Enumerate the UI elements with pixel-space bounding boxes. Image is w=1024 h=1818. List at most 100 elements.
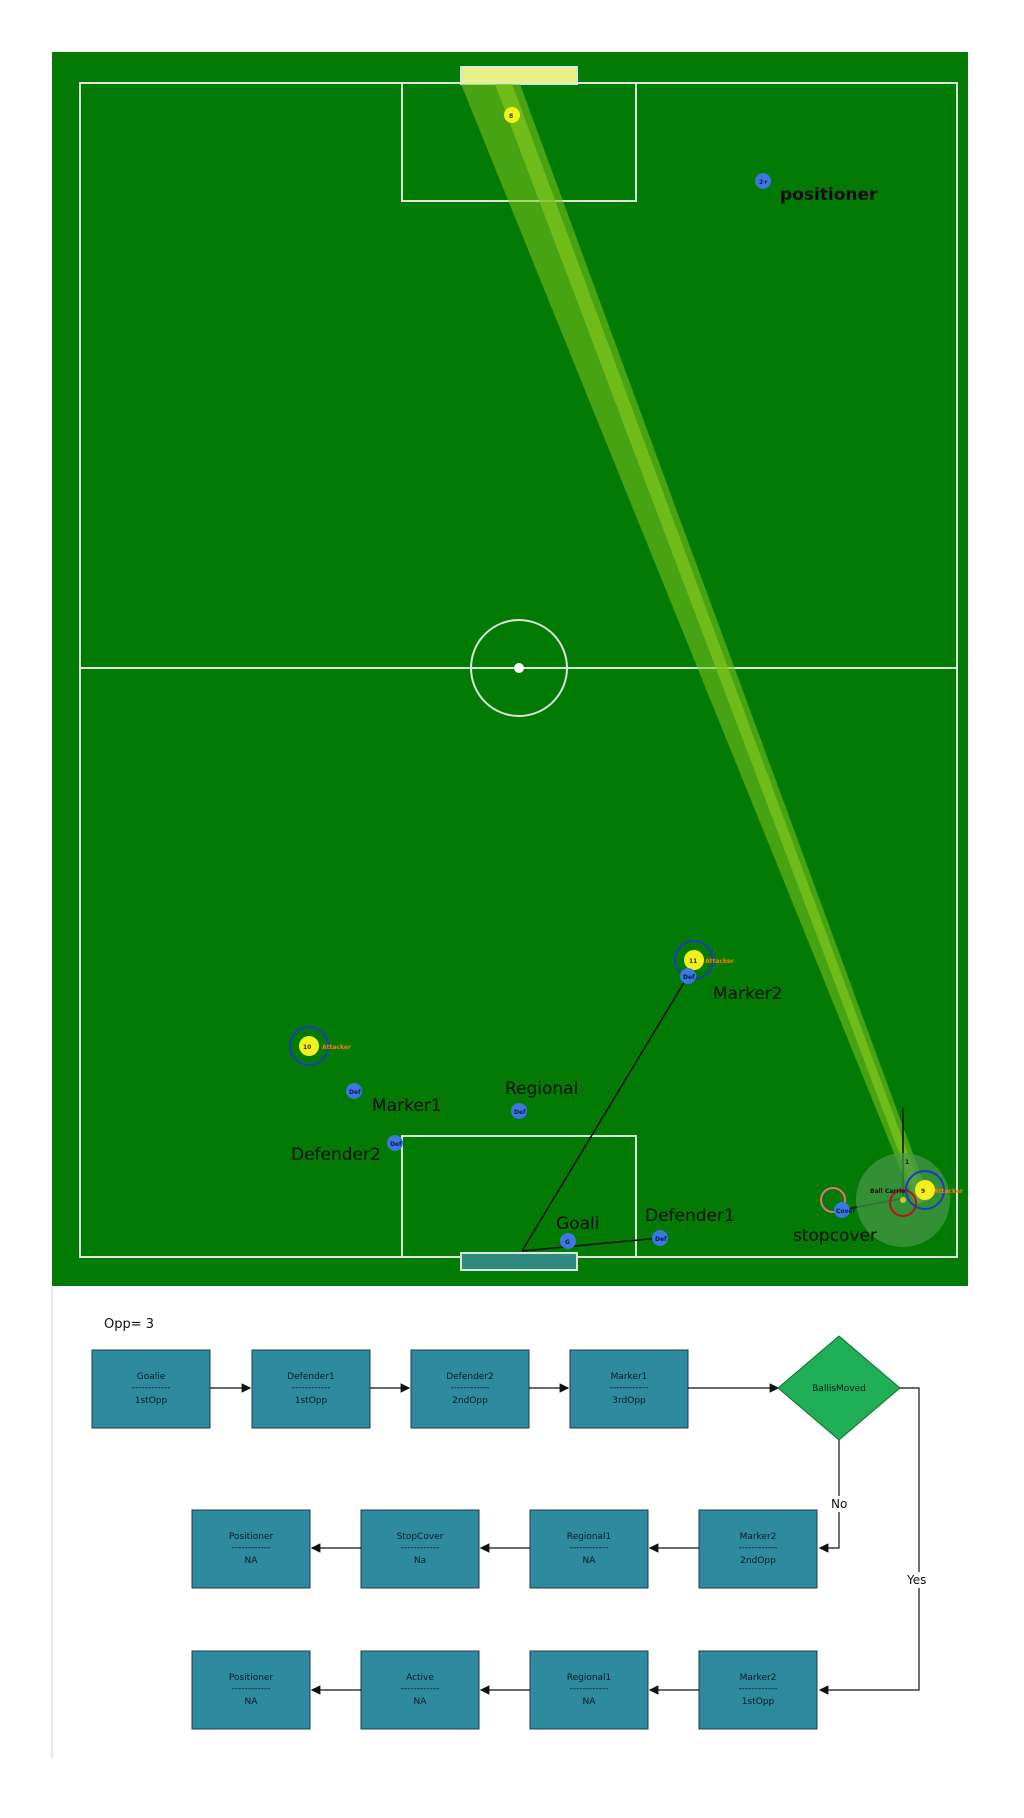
center-spot <box>514 663 524 673</box>
svg-text:Marker2: Marker2 <box>740 1673 777 1683</box>
center-circle <box>470 619 568 717</box>
role-label-marker2: Marker2 <box>713 984 783 1004</box>
svg-text:NA: NA <box>245 1556 259 1566</box>
svg-text:NA: NA <box>245 1697 259 1707</box>
flow-box-defender1: Defender1 ------------ 1stOpp <box>251 1349 371 1429</box>
svg-text:Attacker: Attacker <box>705 958 734 965</box>
goalie-to-marker2-line <box>521 975 689 1252</box>
svg-text:Regional1: Regional1 <box>567 1532 612 1542</box>
svg-text:Na: Na <box>414 1556 426 1566</box>
opp-count-label: Opp= 3 <box>104 1317 154 1332</box>
flow-label-yes: Yes <box>906 1573 926 1587</box>
svg-text:NA: NA <box>583 1556 597 1566</box>
ball-tick-label: 1 <box>905 1159 909 1166</box>
teammate-robot: G <box>560 1233 576 1249</box>
teammate-robot: Def <box>511 1103 527 1119</box>
bottom-goal <box>460 1252 578 1271</box>
shot-beam-wide <box>461 84 930 1205</box>
role-label-stopcover: stopcover <box>793 1226 877 1246</box>
svg-text:8: 8 <box>509 113 513 120</box>
flow-box-stopcover-no: StopCover ------------ Na <box>360 1509 480 1589</box>
svg-text:2ndOpp: 2ndOpp <box>740 1556 776 1566</box>
svg-text:1stOpp: 1stOpp <box>135 1396 168 1406</box>
flow-box-marker2-yes: Marker2 ------------ 1stOpp <box>698 1650 818 1730</box>
ball-carrier-tag: Ball Carrier <box>870 1188 908 1195</box>
shot-beam-narrow <box>495 84 925 1203</box>
opponent-robot: 11 Attacker <box>674 940 734 980</box>
svg-text:Defender1: Defender1 <box>287 1372 335 1382</box>
ball-red-ring <box>889 1189 917 1217</box>
svg-text:BallisMoved: BallisMoved <box>812 1384 866 1394</box>
svg-text:------------: ------------ <box>570 1684 609 1694</box>
svg-text:2+: 2+ <box>759 179 768 186</box>
svg-text:------------: ------------ <box>232 1684 271 1694</box>
svg-text:------------: ------------ <box>451 1383 490 1393</box>
flow-box-regional1-yes: Regional1 ------------ NA <box>529 1650 649 1730</box>
flow-box-marker1: Marker1 ------------ 3rdOpp <box>569 1349 689 1429</box>
svg-text:------------: ------------ <box>739 1684 778 1694</box>
flow-box-positioner-no: Positioner ------------ NA <box>191 1509 311 1589</box>
opponent-robot: 9 Attacker <box>905 1170 963 1210</box>
svg-text:------------: ------------ <box>232 1543 271 1553</box>
svg-text:Marker1: Marker1 <box>611 1372 648 1382</box>
svg-text:NA: NA <box>414 1697 428 1707</box>
svg-text:StopCover: StopCover <box>397 1532 444 1542</box>
role-label-goali: Goali <box>556 1214 599 1234</box>
svg-text:Def: Def <box>390 1141 402 1148</box>
flow-box-positioner-yes: Positioner ------------ NA <box>191 1650 311 1730</box>
no-label-bg <box>827 1496 851 1512</box>
svg-text:Def: Def <box>514 1109 526 1116</box>
stopcover-pink-ring <box>820 1187 846 1213</box>
svg-text:1stOpp: 1stOpp <box>295 1396 328 1406</box>
svg-text:------------: ------------ <box>132 1383 171 1393</box>
flow-box-regional1-no: Regional1 ------------ NA <box>529 1509 649 1589</box>
svg-text:Defender2: Defender2 <box>446 1372 494 1382</box>
teammate-robot: Def <box>680 968 696 984</box>
svg-text:NA: NA <box>583 1697 597 1707</box>
teammate-robot: Cover <box>834 1202 856 1218</box>
ball <box>900 1197 906 1203</box>
teammate-robot: Def <box>387 1135 403 1151</box>
top-goal <box>460 66 578 85</box>
svg-text:3rdOpp: 3rdOpp <box>612 1396 646 1406</box>
flow-box-defender2: Defender2 ------------ 2ndOpp <box>410 1349 530 1429</box>
flow-decision-ball-moved: BallisMoved <box>777 1335 901 1441</box>
opponent-robot: 8 <box>504 107 520 123</box>
yes-label-bg <box>905 1572 935 1588</box>
svg-text:------------: ------------ <box>570 1543 609 1553</box>
teammate-robot: Def <box>346 1083 362 1099</box>
teammate-robot: 2+ <box>755 173 771 189</box>
svg-text:Def: Def <box>655 1236 667 1243</box>
role-label-defender1: Defender1 <box>645 1206 735 1226</box>
svg-text:Positioner: Positioner <box>229 1532 274 1542</box>
role-label-marker1: Marker1 <box>372 1096 442 1116</box>
svg-text:2ndOpp: 2ndOpp <box>452 1396 488 1406</box>
flow-box-goalie: Goalie ------------ 1stOpp <box>91 1349 211 1429</box>
svg-text:Cover: Cover <box>836 1208 856 1215</box>
svg-text:11: 11 <box>689 958 697 965</box>
flow-box-marker2-no: Marker2 ------------ 2ndOpp <box>698 1509 818 1589</box>
svg-text:Positioner: Positioner <box>229 1673 274 1683</box>
svg-text:Regional1: Regional1 <box>567 1673 612 1683</box>
svg-text:Marker2: Marker2 <box>740 1532 777 1542</box>
role-label-regional: Regional <box>505 1079 578 1099</box>
svg-text:10: 10 <box>303 1044 311 1051</box>
flow-box-active-yes: Active ------------ NA <box>360 1650 480 1730</box>
svg-text:------------: ------------ <box>739 1543 778 1553</box>
flow-arrow-yes <box>818 1387 920 1695</box>
svg-text:G: G <box>565 1239 570 1246</box>
svg-text:------------: ------------ <box>401 1543 440 1553</box>
svg-text:9: 9 <box>921 1188 925 1195</box>
svg-text:Attacker: Attacker <box>934 1188 963 1195</box>
role-label-defender2: Defender2 <box>291 1145 381 1165</box>
role-label-positioner: positioner <box>780 185 878 205</box>
opponent-robot: 10 Attacker <box>289 1026 351 1066</box>
svg-text:Def: Def <box>349 1089 361 1096</box>
flow-label-no: No <box>831 1497 847 1511</box>
teammate-robot: Def <box>652 1230 668 1246</box>
svg-text:1stOpp: 1stOpp <box>742 1697 775 1707</box>
svg-text:Active: Active <box>406 1673 434 1683</box>
svg-text:Goalie: Goalie <box>137 1372 166 1382</box>
goalie-to-defender1-line <box>521 1237 661 1252</box>
svg-text:Attacker: Attacker <box>322 1044 351 1051</box>
